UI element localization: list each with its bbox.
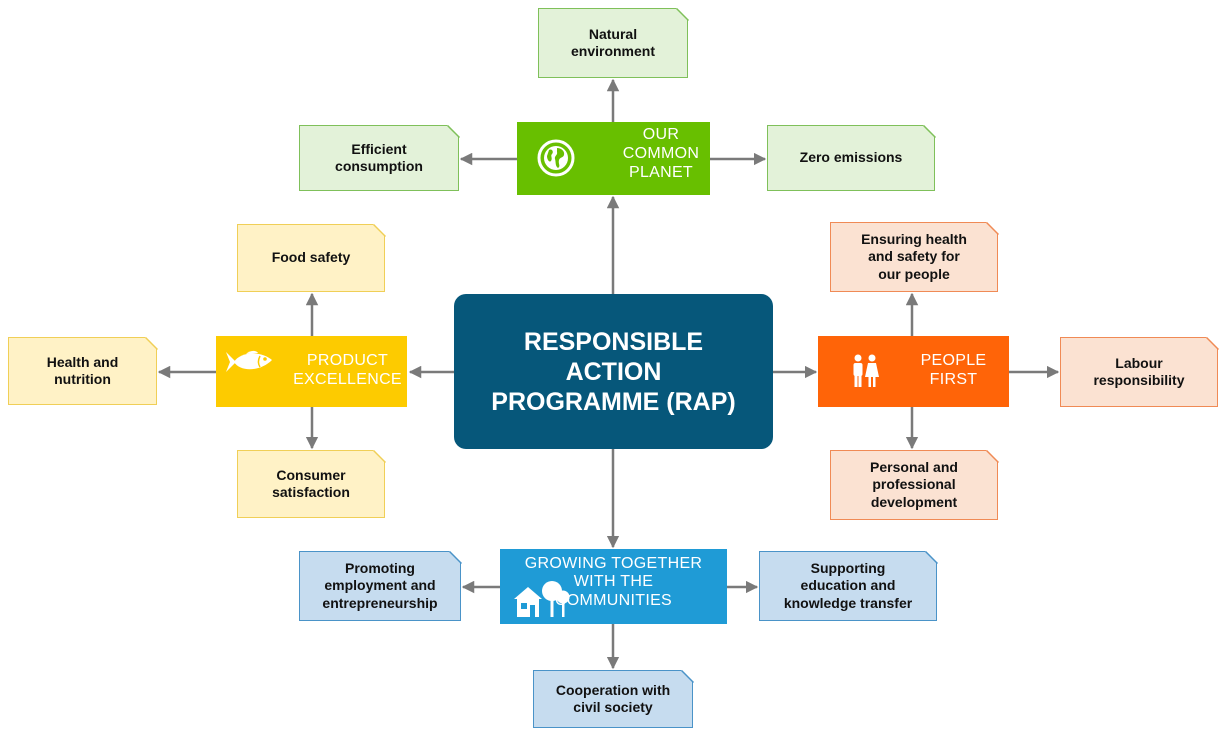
house-trees-icon — [512, 579, 570, 624]
pillar-label: PRODUCT EXCELLENCE — [293, 352, 402, 388]
pillar-growing-together: GROWING TOGETHER WITH THE COMMUNITIES — [500, 549, 727, 624]
pillar-label: OUR COMMON PLANET — [622, 126, 700, 181]
people-icon — [850, 354, 880, 393]
rap-center-box: RESPONSIBLE ACTION PROGRAMME (RAP) — [454, 294, 773, 449]
pillar-label: GROWING TOGETHER WITH THE COMMUNITIES — [524, 555, 703, 609]
leaf-labour-responsibility: Labour responsibility — [1060, 337, 1218, 407]
leaf-efficient-consumption: Efficient consumption — [299, 125, 459, 191]
leaf-health-and-nutrition: Health and nutrition — [8, 337, 157, 405]
leaf-personal-development: Personal and professional development — [830, 450, 998, 520]
leaf-food-safety: Food safety — [237, 224, 385, 292]
pillar-people-first: PEOPLE FIRST — [818, 336, 1009, 407]
pillar-product-excellence: PRODUCT EXCELLENCE — [216, 336, 407, 407]
rap-title: RESPONSIBLE ACTION PROGRAMME (RAP) — [491, 327, 736, 416]
leaf-promoting-employment: Promoting employment and entrepreneurshi… — [299, 551, 461, 621]
fish-icon — [224, 348, 274, 381]
globe-icon — [537, 139, 575, 182]
leaf-health-and-safety: Ensuring health and safety for our peopl… — [830, 222, 998, 292]
pillar-label: PEOPLE FIRST — [920, 352, 987, 388]
leaf-cooperation-civil-society: Cooperation with civil society — [533, 670, 693, 728]
leaf-supporting-education: Supporting education and knowledge trans… — [759, 551, 937, 621]
leaf-zero-emissions: Zero emissions — [767, 125, 935, 191]
pillar-our-common-planet: OUR COMMON PLANET — [517, 122, 710, 195]
leaf-natural-environment: Natural environment — [538, 8, 688, 78]
leaf-consumer-satisfaction: Consumer satisfaction — [237, 450, 385, 518]
